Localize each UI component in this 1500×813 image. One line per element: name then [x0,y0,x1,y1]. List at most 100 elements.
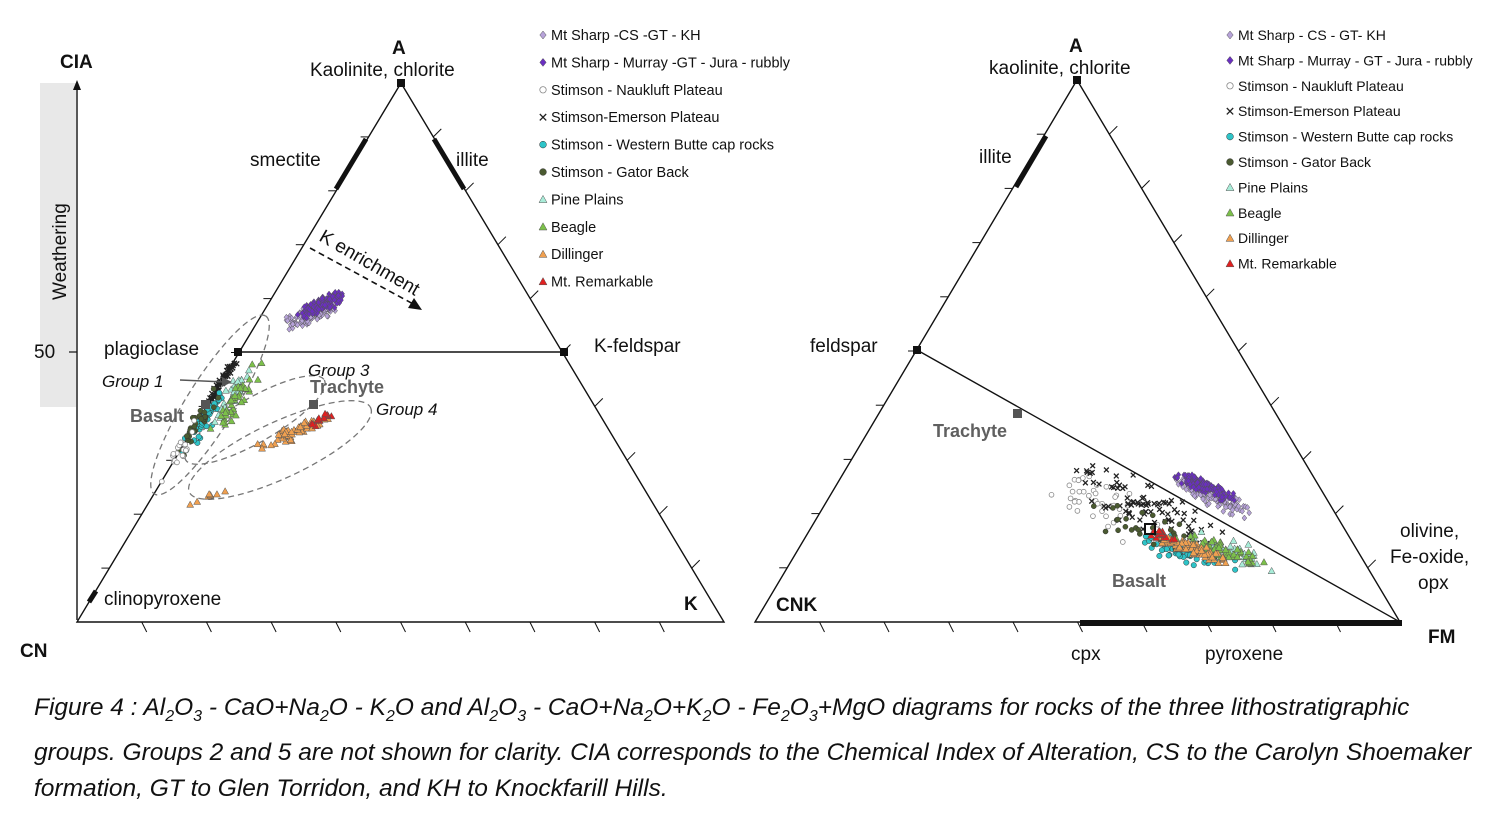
sample-point-triangle [221,386,230,394]
edge-tick [529,621,536,633]
smectite-label: smectite [250,150,321,171]
sample-point-cross [1219,529,1226,535]
sample-point-cross [1073,467,1080,474]
sample-point-circle-open [1048,492,1055,498]
sample-point-triangle [321,409,329,417]
sample-point-circle-open [1086,492,1092,499]
sample-point-triangle [267,441,275,449]
sample-point-triangle [245,375,254,383]
legend-item-label: Beagle [1238,205,1282,221]
sample-point-circle [191,423,198,430]
sample-point-circle [1158,547,1165,554]
group3-label: Group 3 [308,361,370,380]
sample-point-triangle [1260,558,1268,566]
feldspar-fm-line [916,349,1401,623]
trachyte-marker-right [1013,409,1022,418]
sample-point-triangle [1221,558,1230,566]
sample-point-circle [1150,541,1157,548]
vertex-label-k: K [684,594,698,615]
sample-point-cross [1090,479,1097,486]
sample-point-triangle [248,360,257,368]
legend-item-label: Stimson - Western Butte cap rocks [1238,129,1453,145]
sample-point-diamond [309,307,315,315]
sample-point-circle [1110,505,1116,511]
legend-item-label: Stimson - Western Butte cap rocks [551,138,774,154]
sample-point-cross [1140,501,1147,507]
basalt-marker-right [1144,523,1156,535]
sample-point-triangle [1182,544,1190,553]
sample-point-triangle [1197,546,1206,554]
illite-label-left: illite [456,150,489,171]
sample-point-cross [1083,467,1090,474]
sample-point-diamond [316,306,322,313]
k-enrichment-label: K enrichment [316,226,424,301]
legend-item-label: Pine Plains [551,192,624,208]
vertex-label-cnk: CNK [776,595,817,616]
sample-point-triangle [1214,543,1223,551]
sample-point-diamond [1200,495,1206,503]
pyroxene-label: pyroxene [1205,644,1283,665]
vertex-label-fm: FM [1428,627,1455,648]
sample-point-circle [1114,502,1121,509]
sample-point-triangle [1224,553,1233,561]
sample-point-triangle [1175,543,1184,551]
plagioclase-marker [234,348,242,356]
sample-point-cross [1088,498,1095,505]
sample-point-diamond [1241,514,1248,522]
sample-point-triangle [236,384,245,392]
legend-item-label: Stimson-Emerson Plateau [551,110,719,126]
legend-item-label: Stimson - Naukluft Plateau [551,83,723,99]
sample-point-circle-open [1112,494,1118,500]
cia-tick-label-50: 50 [34,342,55,363]
sample-point-triangle [253,375,262,383]
sample-point-diamond [1191,473,1197,481]
sample-point-circle [1115,527,1121,534]
legend-marker-triangle [1225,182,1235,191]
sample-point-cross [208,395,215,401]
sample-point-triangle [219,418,227,426]
sample-point-diamond [1215,503,1221,510]
sample-point-diamond [290,320,296,328]
sample-point-circle-open [1074,508,1081,514]
legend-item-label: Pine Plains [1238,179,1308,195]
sample-point-triangle [213,490,221,498]
edge-tick [1141,180,1150,189]
sample-point-cross [1154,501,1161,508]
edge-tick [1108,125,1118,135]
sample-point-diamond [1196,483,1202,491]
olivine-label-2: Fe-oxide, [1390,547,1469,568]
edge-tick [1335,505,1344,514]
sample-point-circle-open [1066,504,1073,510]
sample-point-cross [1082,480,1089,486]
sample-point-diamond [1191,492,1198,500]
vertex-label-a-right: A [1069,36,1083,57]
sample-point-cross [1139,495,1146,502]
edge-tick [1302,451,1312,460]
sample-point-diamond [1174,474,1181,482]
sample-point-circle-open [1094,500,1101,507]
cia-axis-arrow [73,80,81,90]
sample-point-diamond [314,315,320,323]
clinopyroxene-label: clinopyroxene [104,589,221,610]
sample-point-triangle [206,424,215,432]
sample-point-cross [1102,505,1109,511]
olivine-label-1: olivine, [1400,521,1459,542]
sample-point-diamond [286,325,292,333]
sample-point-triangle [1226,542,1235,550]
sample-point-cross [1089,462,1096,469]
sample-point-triangle [296,422,305,430]
legend-item-label: Stimson - Naukluft Plateau [1238,78,1404,94]
sample-point-cross [1190,517,1197,524]
sample-point-diamond [1239,507,1245,515]
left-scatter-points [159,288,346,508]
group1-ellipse [150,314,270,496]
legend-marker-circle [1226,158,1234,166]
sample-point-diamond [1244,504,1251,511]
edge-tick [1270,396,1280,406]
edge-tick [335,621,342,633]
sample-point-triangle [1233,552,1242,560]
clinopyroxene-bar [86,589,99,604]
figure-caption: Figure 4 : Al2O3 - CaO+Na2O - K2O and Al… [34,690,1474,807]
cia-axis-title: CIA [60,52,93,73]
legend-item-label: Beagle [551,220,596,236]
